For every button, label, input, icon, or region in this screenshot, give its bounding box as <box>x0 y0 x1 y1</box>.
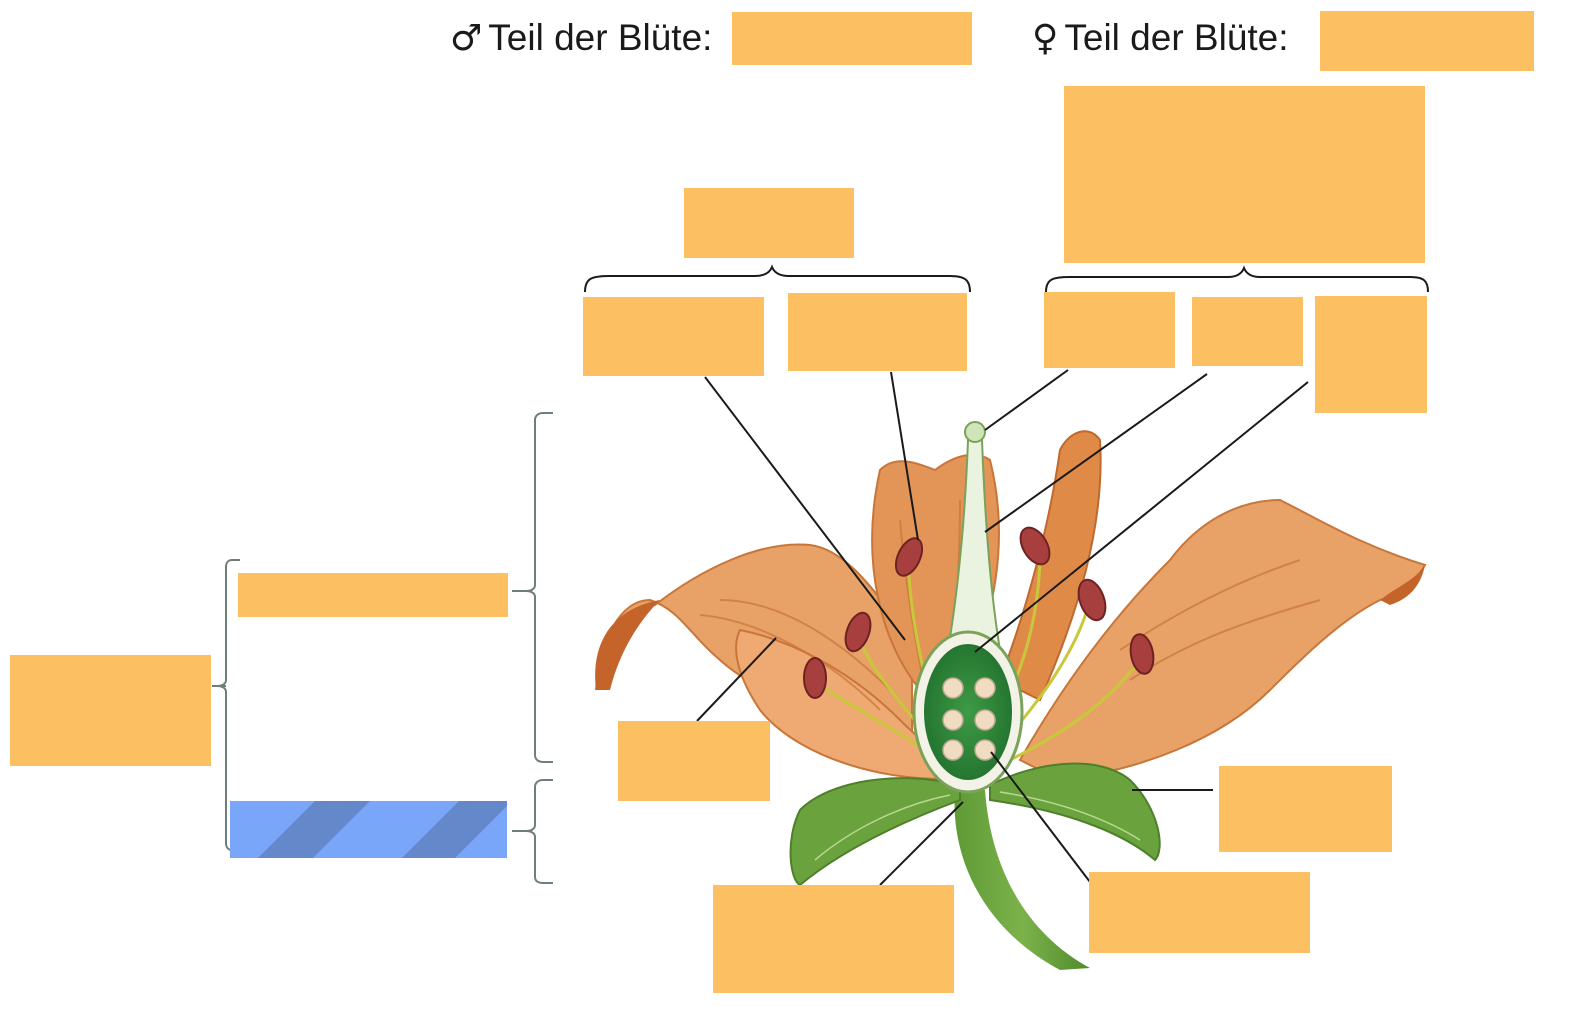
sepal-right <box>989 762 1161 862</box>
filament-answer-box[interactable] <box>788 293 967 371</box>
anther-answer-box[interactable] <box>583 297 764 376</box>
petal-right-tip <box>1380 565 1425 605</box>
petal-left-tip <box>595 600 660 690</box>
lower-right-bracket <box>525 779 553 884</box>
stigma-answer-box[interactable] <box>1044 292 1175 368</box>
ovules <box>942 677 996 761</box>
male-symbol-icon: ♂ <box>450 18 483 59</box>
style-answer-box[interactable] <box>1192 297 1303 366</box>
hatch-pattern <box>258 801 507 858</box>
female-part-label: Teil der Blüte: <box>1064 17 1289 58</box>
ovary-answer-box[interactable] <box>1315 296 1427 413</box>
female-part-heading: ♀Teil der Blüte: <box>1032 14 1289 63</box>
stigma <box>964 421 986 443</box>
male-part-answer-box[interactable] <box>732 12 972 65</box>
perianth-answer-box[interactable] <box>238 573 508 617</box>
whorls-group-answer-box[interactable] <box>10 655 211 766</box>
petal-right-upper <box>998 430 1102 702</box>
sepal-left <box>789 777 961 887</box>
ovule-answer-box[interactable] <box>1089 872 1310 953</box>
female-symbol-icon: ♀ <box>1032 18 1059 59</box>
petal-right <box>1018 498 1427 782</box>
connector-lines <box>696 369 1309 886</box>
hatched-answer-box <box>230 801 507 858</box>
female-part-answer-box[interactable] <box>1320 11 1534 71</box>
ovary <box>924 644 1012 780</box>
stamen-group-answer-box[interactable] <box>684 188 854 258</box>
sepal-veins <box>814 791 1141 861</box>
anthers <box>803 526 1155 699</box>
stamen-brace <box>584 264 971 293</box>
male-part-label: Teil der Blüte: <box>488 17 713 58</box>
receptacle-answer-box[interactable] <box>713 885 954 993</box>
stem <box>954 790 1090 970</box>
upper-right-bracket <box>525 412 553 763</box>
pistil-group-answer-box[interactable] <box>1064 86 1425 263</box>
petal-answer-box[interactable] <box>618 721 770 801</box>
male-part-heading: ♂Teil der Blüte: <box>450 14 712 63</box>
pistil-brace <box>1045 265 1429 293</box>
sepal-answer-box[interactable] <box>1219 766 1392 852</box>
